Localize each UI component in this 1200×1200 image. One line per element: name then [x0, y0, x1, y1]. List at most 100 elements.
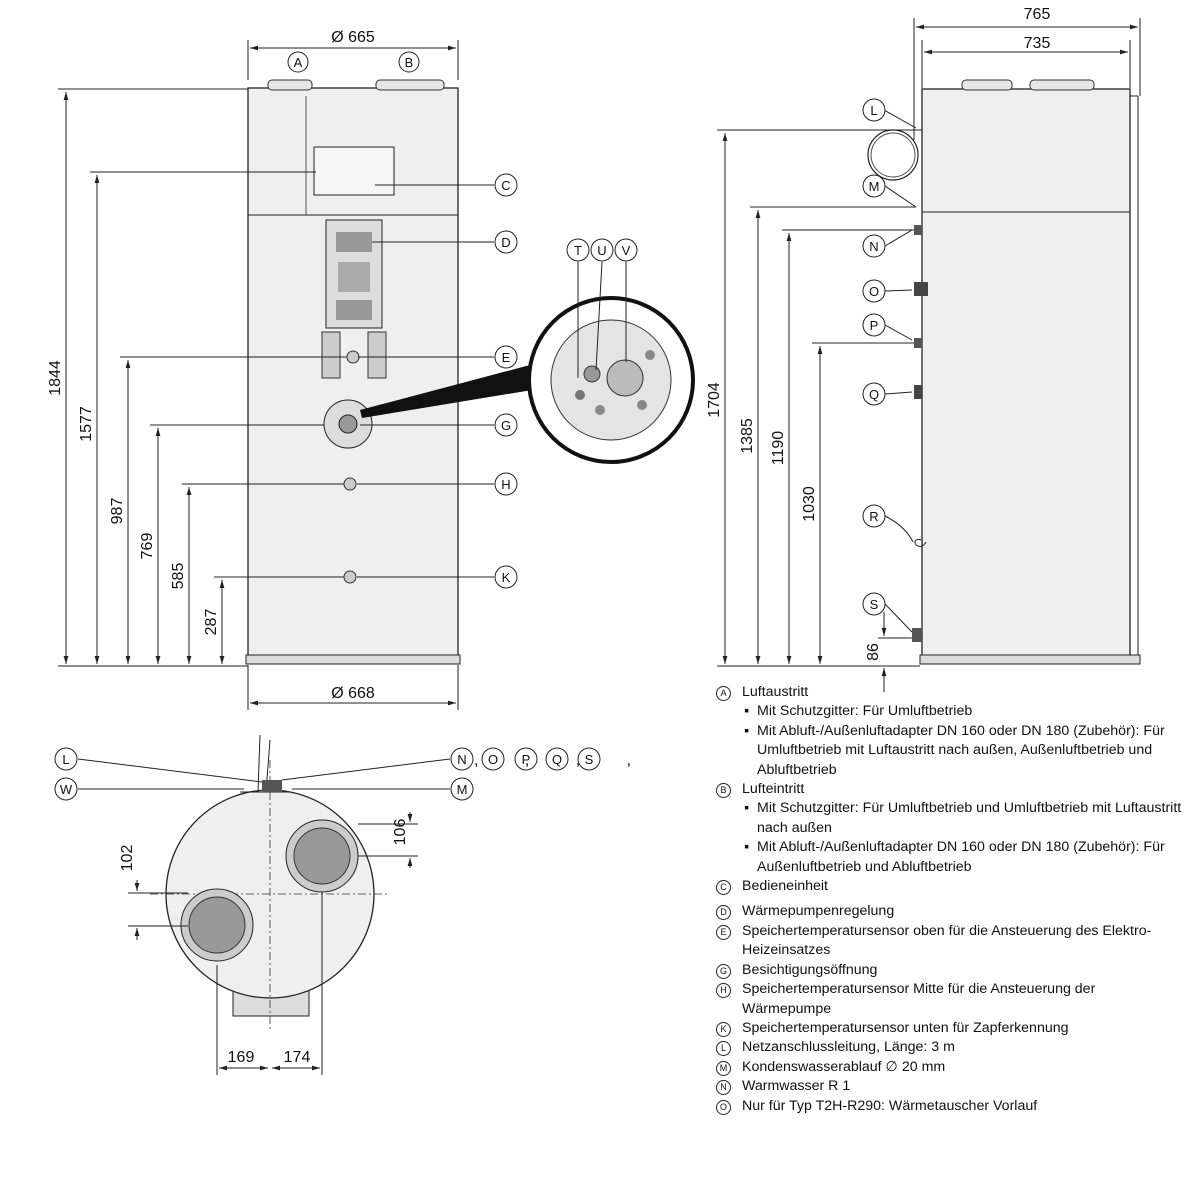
callout-u-text: U	[597, 243, 606, 258]
dim-102: 102	[119, 845, 136, 872]
callout-e-text: E	[502, 350, 511, 365]
callout-q	[862, 382, 886, 406]
legend-key: B	[716, 780, 742, 799]
legend-subitem-text: Mit Schutzgitter: Für Umluftbetrieb	[757, 703, 973, 720]
group-q: Q	[552, 752, 562, 767]
callout-g-text: G	[501, 418, 511, 433]
legend-text: Kondenswasserablauf ∅ 20 mm	[742, 1058, 946, 1075]
dim-174: 174	[284, 1049, 311, 1066]
callout-w	[54, 777, 78, 801]
dim-169: 169	[228, 1049, 255, 1066]
legend-key: D	[716, 902, 742, 921]
connection-o	[914, 282, 928, 296]
legend-key: N	[716, 1077, 742, 1096]
callout-p-text: P	[870, 318, 879, 333]
dim-86: 86	[865, 643, 882, 661]
power-cable-coil	[867, 129, 919, 181]
legend-key-badge: M	[716, 1060, 731, 1076]
front-base	[245, 654, 461, 665]
dim-1190: 1190	[770, 431, 787, 466]
callout-top-l	[54, 747, 78, 771]
callout-d	[494, 230, 518, 254]
legend-key: K	[716, 1019, 742, 1038]
callout-n	[862, 234, 886, 258]
legend-key-badge: E	[716, 924, 731, 940]
front-view: Ø 665 Ø 668 1844 1577 987 769 585 287 A …	[47, 29, 518, 710]
callout-e	[494, 345, 518, 369]
callout-k-text: K	[502, 570, 511, 585]
legend-text: Nur für Typ T2H-R290: Wärmetauscher Vorl…	[742, 1097, 1038, 1114]
detail-view: T U V	[360, 238, 695, 464]
legend-key: G	[716, 961, 742, 980]
group-commas: , , , ,	[474, 752, 652, 769]
sensor-e	[346, 350, 360, 364]
group-p: P	[522, 752, 531, 767]
legend-subitem-text: Mit Schutzgitter: Für Umluftbetrieb und …	[757, 800, 1182, 836]
callout-h	[494, 472, 518, 496]
group-n: N	[457, 752, 466, 767]
control-unit	[313, 146, 395, 196]
callout-s-text: S	[870, 597, 879, 612]
callout-q-text: Q	[869, 387, 879, 402]
callout-w-text: W	[60, 782, 73, 797]
dim-1844: 1844	[47, 360, 64, 396]
legend-subitem-text: Mit Abluft-/Außenluftadapter DN 160 oder…	[757, 722, 1165, 778]
legend-key-badge: A	[716, 686, 731, 701]
callout-m-text: M	[869, 179, 880, 194]
legend-key-badge: B	[716, 783, 731, 799]
callout-n-text: N	[869, 239, 878, 254]
sensor-h	[343, 477, 357, 491]
air-outlet-a	[267, 79, 313, 91]
callout-l	[862, 98, 886, 122]
callout-g	[494, 413, 518, 437]
bullet-icon: ▪	[744, 722, 750, 739]
dim-front-top: Ø 665	[331, 29, 375, 46]
bullet-icon: ▪	[744, 839, 750, 856]
callout-top-m	[450, 777, 474, 801]
legend-key-badge: C	[716, 880, 731, 896]
legend-subitem: ▪ Mit Abluft-/Außenluftadapter DN 160 ode…	[716, 722, 1186, 780]
callout-b	[398, 51, 420, 73]
side-housing	[921, 88, 1131, 659]
callout-r-text: R	[869, 509, 878, 524]
dim-585: 585	[170, 563, 187, 590]
dim-front-bottom: Ø 668	[331, 685, 375, 702]
legend-key: L	[716, 1038, 742, 1057]
bullet-icon: ▪	[744, 703, 750, 720]
legend-item: M Kondenswasserablauf ∅ 20 mm	[716, 1058, 1186, 1077]
legend-text: Speichertemperatursensor Mitte für die A…	[742, 981, 1096, 1017]
legend-key: E	[716, 922, 742, 961]
callout-u	[590, 238, 614, 262]
air-inlet-b	[375, 79, 445, 91]
legend-item: C Bedieneinheit	[716, 877, 1186, 896]
callout-d-text: D	[501, 235, 510, 250]
callout-t	[566, 238, 590, 262]
top-grille-a	[180, 888, 254, 962]
dim-1577: 1577	[78, 406, 95, 442]
legend-key: M	[716, 1058, 742, 1077]
bullet-icon: ▪	[744, 800, 750, 817]
callout-k	[494, 565, 518, 589]
dim-769: 769	[139, 533, 156, 560]
legend-key-badge: G	[716, 963, 731, 979]
legend-text: Bedieneinheit	[742, 878, 828, 895]
legend-key: C	[716, 877, 742, 896]
callout-a	[287, 51, 309, 73]
callout-p	[862, 313, 886, 337]
legend-subitem: ▪ Mit Schutzgitter: Für Umluftbetrieb und…	[716, 799, 1186, 838]
sensor-k	[343, 570, 357, 584]
callout-s	[862, 592, 886, 616]
group-o: O	[488, 752, 498, 767]
legend-text: Lufteintritt	[742, 781, 805, 798]
callout-l-text: L	[870, 103, 877, 118]
dim-735: 735	[1024, 35, 1051, 52]
dim-1704: 1704	[706, 382, 723, 418]
